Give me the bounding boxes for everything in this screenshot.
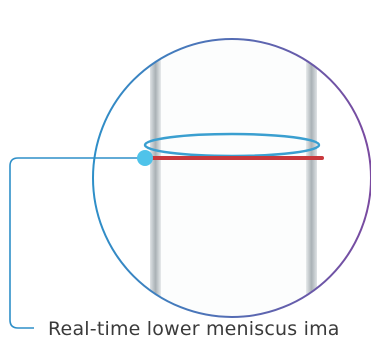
magnifier-ring <box>92 38 371 318</box>
glass-tube <box>150 39 317 317</box>
tube-interior <box>161 39 306 317</box>
tube-right-wall <box>306 39 317 317</box>
leader-line <box>9 157 144 329</box>
tube-left-wall <box>150 39 161 317</box>
caption-text: Real-time lower meniscus ima <box>48 318 340 338</box>
marker-dot <box>137 150 153 166</box>
